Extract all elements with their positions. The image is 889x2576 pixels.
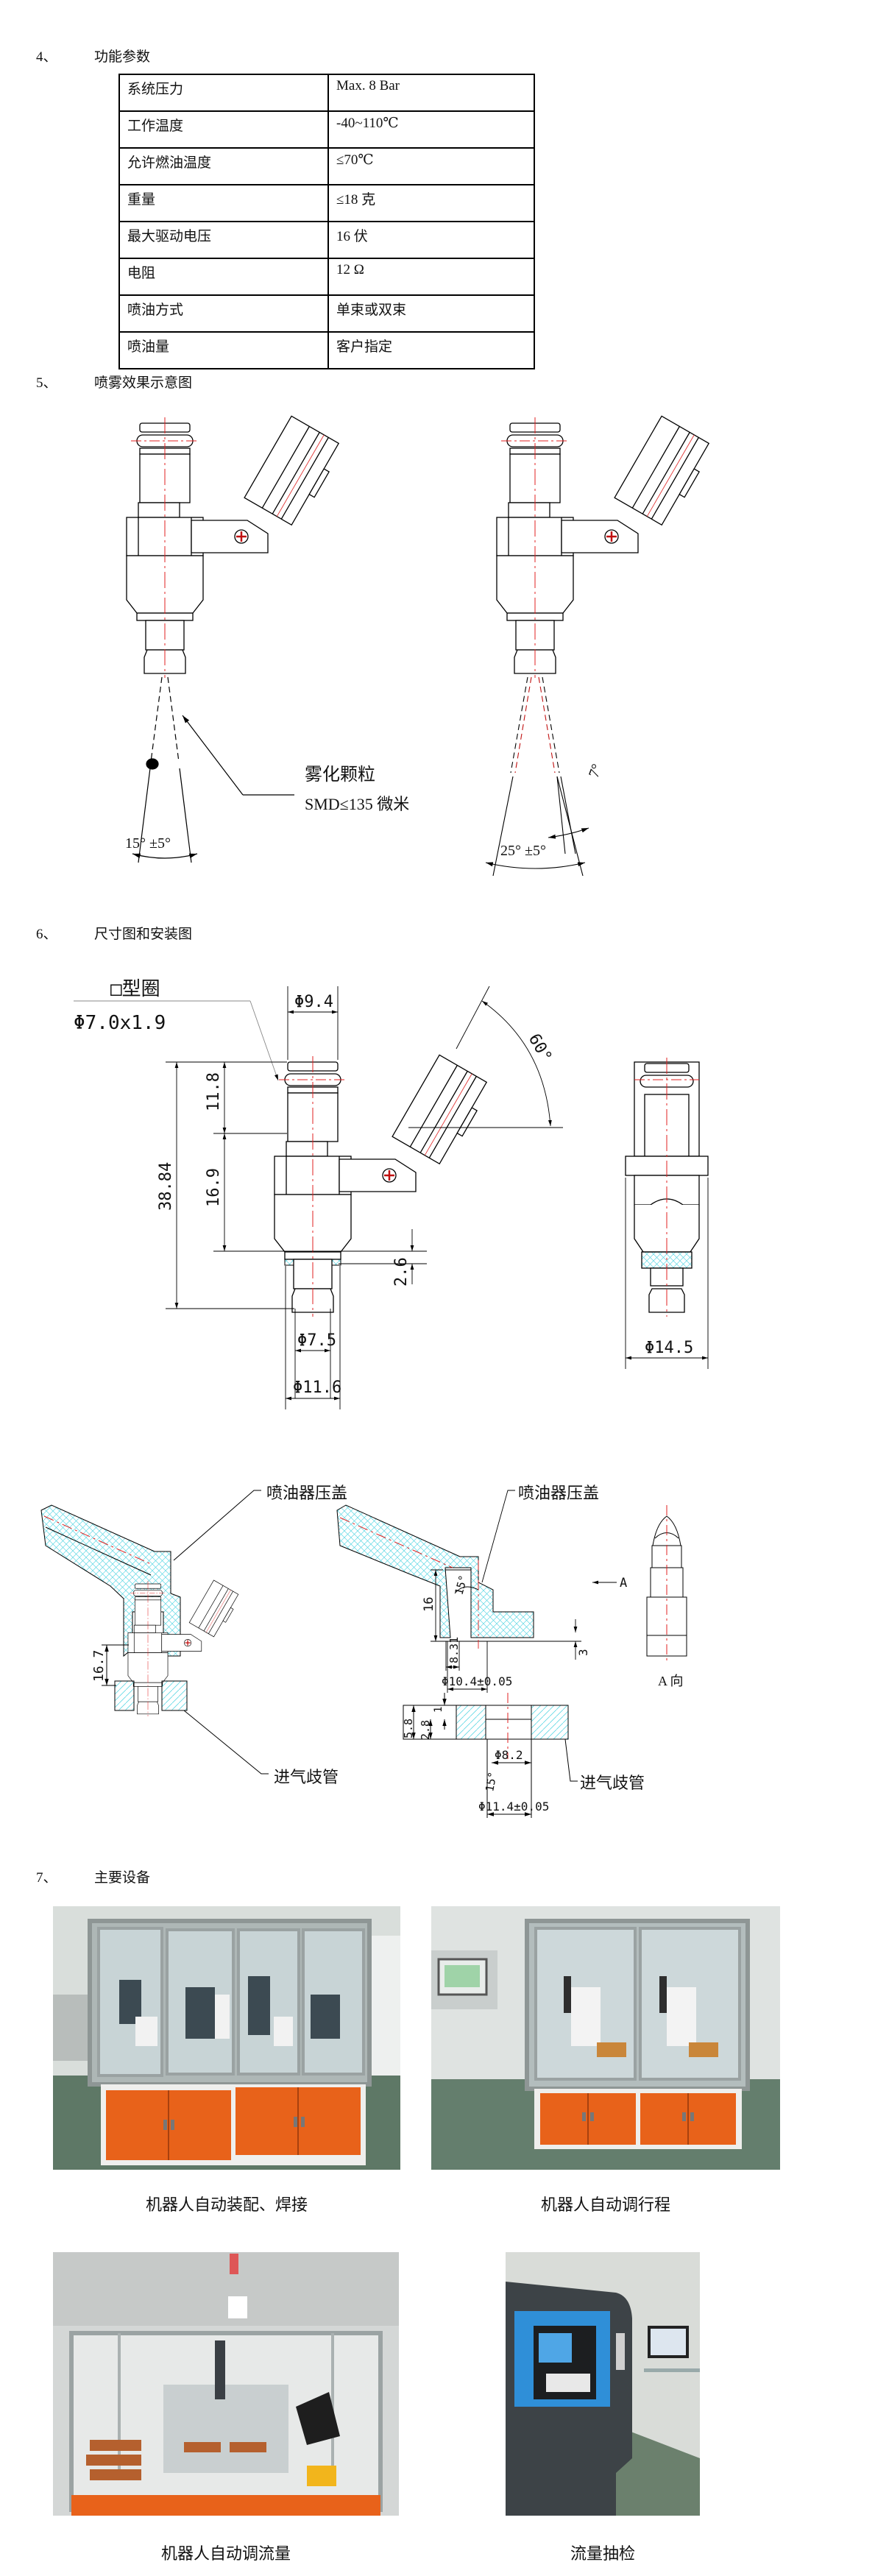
bore-large: Φ11.4±0.05 (478, 1800, 549, 1814)
section-number: 6、 (36, 927, 57, 942)
param-name: 电阻 (118, 258, 329, 296)
bore-small: Φ8.2 (495, 1748, 523, 1762)
a-direction-view (646, 1505, 687, 1663)
param-value: -40~110℃ (327, 110, 535, 149)
side-view-injector (625, 1057, 709, 1317)
cap-angle: 15° (452, 1574, 470, 1596)
photo-flow-sampling-tester (506, 2252, 700, 2516)
section-title-equipment: 主要设备 (94, 1870, 151, 1886)
dim-tip-diameter: Φ7.5 (297, 1331, 336, 1350)
dim-ring-height: 2.6 (392, 1257, 411, 1287)
section-number: 5、 (36, 375, 57, 391)
manifold-label-left: 进气歧管 (274, 1768, 339, 1786)
param-value: ≤70℃ (327, 147, 535, 185)
table-row: 重量≤18 克 (118, 184, 535, 222)
section-title-dimensions: 尺寸图和安装图 (94, 927, 193, 942)
bore-angle: 15° (483, 1771, 499, 1793)
plate-step: 2.8 (419, 1720, 432, 1740)
dim-side-diameter: Φ14.5 (645, 1339, 693, 1357)
param-value: 16 伏 (327, 221, 535, 259)
section-number: 4、 (36, 49, 57, 65)
smd-label: SMD≤135 微米 (305, 795, 409, 813)
installation-drawing: 16.7 喷油器压盖 进气歧管 16 15° A 3 8.31 Φ10.4±0.… (40, 1484, 687, 1818)
dimension-drawing: □型圈 Φ7.0x1.9 Φ9.4 38.84 11.8 16.9 2.6 60… (74, 978, 709, 1409)
photo-caption: 机器人自动装配、焊接 (145, 2195, 308, 2214)
dim-ring-diameter: Φ11.6 (293, 1379, 341, 1397)
cap-gap: 3 (576, 1649, 590, 1656)
table-row: 喷油量客户指定 (118, 331, 535, 369)
plate-lip: 1 (433, 1707, 444, 1713)
oring-label: □型圈 (110, 978, 160, 1000)
left-intake-manifold (102, 1490, 269, 1774)
param-name: 允许燃油温度 (118, 147, 329, 185)
single-jet-spray (132, 676, 294, 863)
dim-total-height: 38.84 (157, 1162, 175, 1211)
particle-label: 雾化颗粒 (305, 765, 375, 785)
cap-depth: 16 (422, 1597, 436, 1612)
photo-caption: 流量抽检 (570, 2544, 635, 2563)
manifold-label-right: 进气歧管 (580, 1774, 645, 1792)
view-arrow-label: A (620, 1576, 627, 1590)
param-name: 系统压力 (118, 74, 329, 112)
jet-angle: 7° (586, 762, 606, 779)
dim-body-height: 16.9 (205, 1168, 223, 1207)
param-name: 工作温度 (118, 110, 329, 149)
a-view-label: A 向 (658, 1674, 684, 1688)
dimension-lines (74, 986, 709, 1409)
install-height: 16.7 (91, 1650, 107, 1682)
param-name: 喷油方式 (118, 294, 329, 333)
param-value: ≤18 克 (327, 184, 535, 222)
dual-jet-spray (485, 676, 589, 877)
oring-size: Φ7.0x1.9 (74, 1012, 166, 1034)
param-value: Max. 8 Bar (327, 74, 535, 112)
cap-label-right: 喷油器压盖 (518, 1484, 599, 1502)
param-name: 喷油量 (118, 331, 329, 369)
param-name: 最大驱动电压 (118, 221, 329, 259)
front-view-injector (274, 1054, 493, 1317)
param-value: 单束或双束 (327, 294, 535, 333)
cap-offset: 8.31 (447, 1637, 461, 1663)
cap-bore: Φ10.4±0.05 (442, 1674, 512, 1688)
photo-flow-adjust-machine (53, 2252, 399, 2516)
manifold-plate-section (403, 1693, 578, 1818)
param-value: 客户指定 (327, 331, 535, 369)
dual-spray-angle: 25° ±5° (500, 843, 546, 859)
param-value: 12 Ω (327, 258, 535, 296)
section-title-parameters: 功能参数 (94, 49, 151, 65)
single-jet-injector-drawing (126, 415, 345, 679)
right-cap-dimensions (431, 1490, 617, 1693)
table-row: 允许燃油温度≤70℃ (118, 147, 535, 185)
table-row: 喷油方式单束或双束 (118, 294, 535, 333)
section-number: 7、 (36, 1870, 57, 1886)
photo-caption: 机器人自动调行程 (540, 2195, 670, 2214)
table-row: 工作温度-40~110℃ (118, 110, 535, 149)
cap-label-left: 喷油器压盖 (266, 1484, 347, 1502)
param-name: 重量 (118, 184, 329, 222)
dual-jet-injector-drawing (496, 415, 715, 679)
dim-top-diameter: Φ9.4 (294, 993, 333, 1011)
dim-connector-angle: 60° (525, 1031, 556, 1066)
photo-assembly-welding-machine (53, 1906, 400, 2170)
single-spray-angle: 15° ±5° (125, 835, 171, 852)
plate-total: 5.8 (402, 1719, 415, 1738)
spray-pattern-diagram: 15° ±5° 雾化颗粒 SMD≤135 微米 7° 25° ±5° (125, 415, 715, 877)
dim-upper-height: 11.8 (205, 1072, 223, 1111)
section-title-spray: 喷雾效果示意图 (94, 375, 193, 391)
photo-stroke-adjust-machine (431, 1906, 780, 2170)
right-injector-cap-section (336, 1504, 534, 1638)
photo-caption: 机器人自动调流量 (160, 2544, 291, 2563)
